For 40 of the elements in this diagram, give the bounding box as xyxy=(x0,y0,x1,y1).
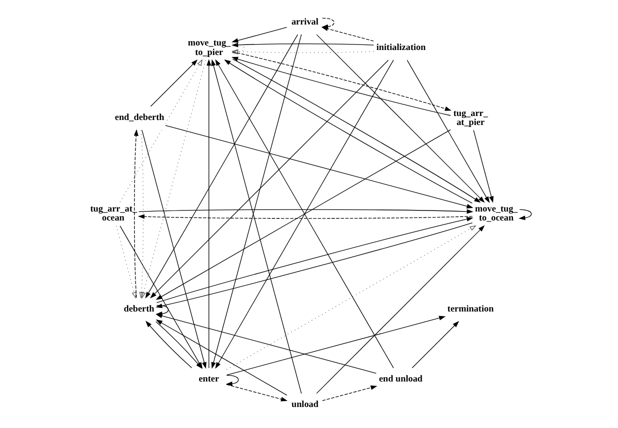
arrow xyxy=(150,59,198,107)
arrow xyxy=(231,49,374,54)
arrow xyxy=(226,384,288,402)
arrow xyxy=(155,129,450,300)
node-text: end_deberth xyxy=(114,112,164,122)
arrow xyxy=(138,130,144,299)
arrow xyxy=(155,314,376,374)
arrow xyxy=(206,59,211,368)
arrow xyxy=(231,27,287,43)
node-text: move_tug_ to_pier xyxy=(187,38,230,57)
arrow xyxy=(225,375,238,386)
node-text: unload xyxy=(290,399,318,410)
arrow xyxy=(231,44,244,54)
node-text: deberth xyxy=(123,303,154,314)
arrow xyxy=(155,320,287,396)
arrow xyxy=(164,125,473,208)
arrow xyxy=(472,130,494,203)
arrow xyxy=(138,209,473,214)
arrow xyxy=(119,59,202,202)
node-text: move_tug_ to_ocean xyxy=(474,204,518,223)
node-text: tug_arr_ at_pier xyxy=(452,108,488,127)
arrow xyxy=(322,385,377,401)
arrow xyxy=(140,60,206,299)
node-text: enter xyxy=(198,374,219,384)
node-text: initialization xyxy=(376,42,426,52)
arrow xyxy=(518,209,532,220)
arrow xyxy=(226,225,476,370)
arrow xyxy=(320,26,374,42)
node-text: termination xyxy=(446,303,494,314)
arrow xyxy=(137,214,472,219)
arrow xyxy=(116,226,136,299)
node-text: arrival xyxy=(290,16,318,26)
arrow xyxy=(150,60,388,298)
arrow xyxy=(226,316,446,376)
arrow xyxy=(145,320,192,368)
node-text: tug_arr_at_ ocean xyxy=(90,204,137,223)
arrow xyxy=(133,129,138,298)
arrow xyxy=(411,320,459,368)
node-text: end unload xyxy=(378,374,422,384)
arrow xyxy=(231,42,374,48)
